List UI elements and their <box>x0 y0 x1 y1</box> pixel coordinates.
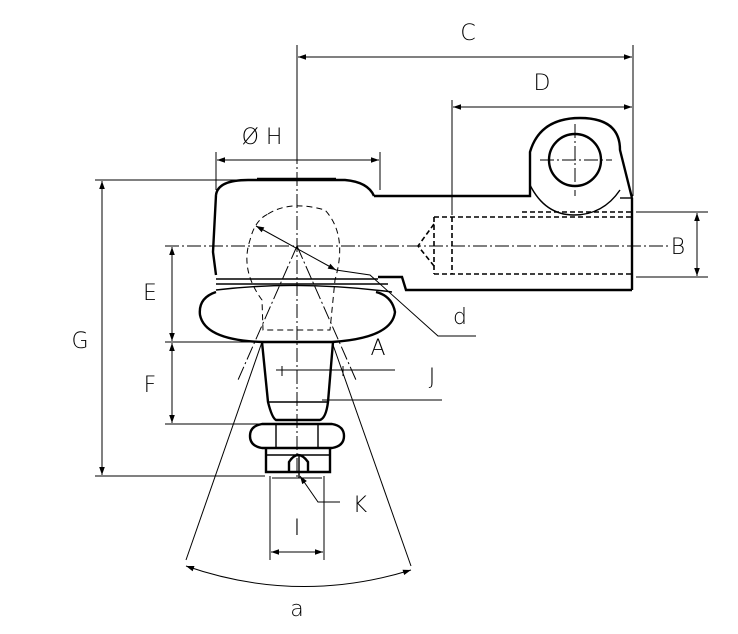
dimension-b: B <box>636 211 708 278</box>
dimension-h: Ø H <box>215 125 381 190</box>
label-g: G <box>71 329 88 354</box>
label-i: I <box>294 516 301 541</box>
dimension-d: D <box>451 71 632 215</box>
label-f: F <box>144 373 157 398</box>
dimension-f: F <box>144 343 262 425</box>
eye-lug <box>512 116 634 216</box>
dimension-i: I <box>269 476 325 560</box>
label-h: Ø H <box>242 125 283 150</box>
leader-k: K <box>299 475 368 518</box>
label-e: E <box>143 281 157 306</box>
label-a: A <box>370 336 385 361</box>
ball-stud-hidden <box>246 205 341 331</box>
label-j: J <box>429 365 436 390</box>
cotter-pin <box>272 453 322 479</box>
dimension-angle: a <box>185 565 412 622</box>
label-a-group: A <box>370 336 385 361</box>
label-k: K <box>353 493 368 518</box>
label-b: B <box>671 235 685 260</box>
ball-joint-housing <box>211 177 634 293</box>
hidden-bore <box>416 211 632 275</box>
dimension-g: G <box>71 179 265 477</box>
dimension-d-ball: d <box>255 225 476 337</box>
label-d: D <box>534 71 551 96</box>
dimension-e: E <box>143 247 262 343</box>
label-angle: a <box>290 597 303 622</box>
stud-shank <box>260 341 335 422</box>
dimension-j: J <box>276 365 442 401</box>
label-d-ball: d <box>453 305 467 330</box>
label-c: C <box>460 21 475 46</box>
center-lines <box>165 150 670 480</box>
dust-boot <box>198 290 397 344</box>
dimension-c: C <box>296 21 634 196</box>
